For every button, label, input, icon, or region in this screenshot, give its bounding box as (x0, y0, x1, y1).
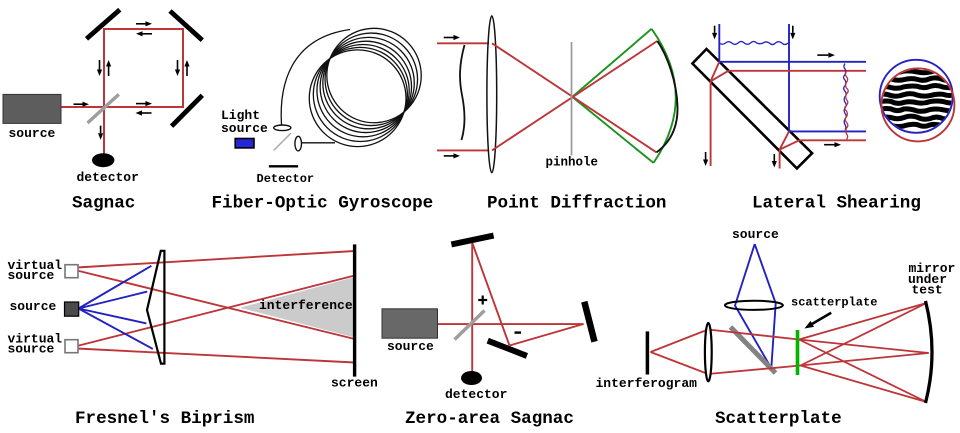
svg-text:mirror: mirror (909, 261, 956, 276)
svg-text:interferogram: interferogram (596, 376, 698, 391)
svg-text:source: source (8, 341, 55, 356)
svg-text:Scatterplate: Scatterplate (715, 409, 842, 429)
svg-text:Fresnel's Biprism: Fresnel's Biprism (75, 409, 255, 429)
svg-text:source: source (8, 268, 55, 283)
svg-text:source: source (9, 126, 56, 141)
svg-text:source: source (732, 227, 779, 242)
svg-text:pinhole: pinhole (546, 155, 599, 169)
svg-text:virtual: virtual (8, 331, 63, 346)
svg-text:source: source (221, 121, 268, 136)
svg-text:detector: detector (77, 170, 139, 185)
svg-text:Point Diffraction: Point Diffraction (487, 194, 667, 214)
svg-text:Zero-area Sagnac: Zero-area Sagnac (405, 409, 574, 429)
svg-text:scatterplate: scatterplate (791, 296, 877, 310)
svg-text:Lateral Shearing: Lateral Shearing (752, 194, 921, 214)
svg-text:screen: screen (331, 376, 378, 391)
svg-text:interference: interference (259, 298, 353, 313)
svg-text:test: test (912, 282, 943, 297)
svg-text:source: source (387, 339, 434, 354)
svg-text:source: source (10, 299, 57, 314)
svg-text:detector: detector (445, 387, 507, 402)
svg-text:virtual: virtual (8, 258, 63, 273)
svg-text:Sagnac: Sagnac (72, 194, 135, 214)
svg-text:Fiber-Optic Gyroscope: Fiber-Optic Gyroscope (212, 194, 434, 214)
svg-text:Light: Light (221, 108, 260, 123)
svg-text:under: under (908, 272, 947, 287)
svg-text:Detector: Detector (257, 172, 315, 186)
